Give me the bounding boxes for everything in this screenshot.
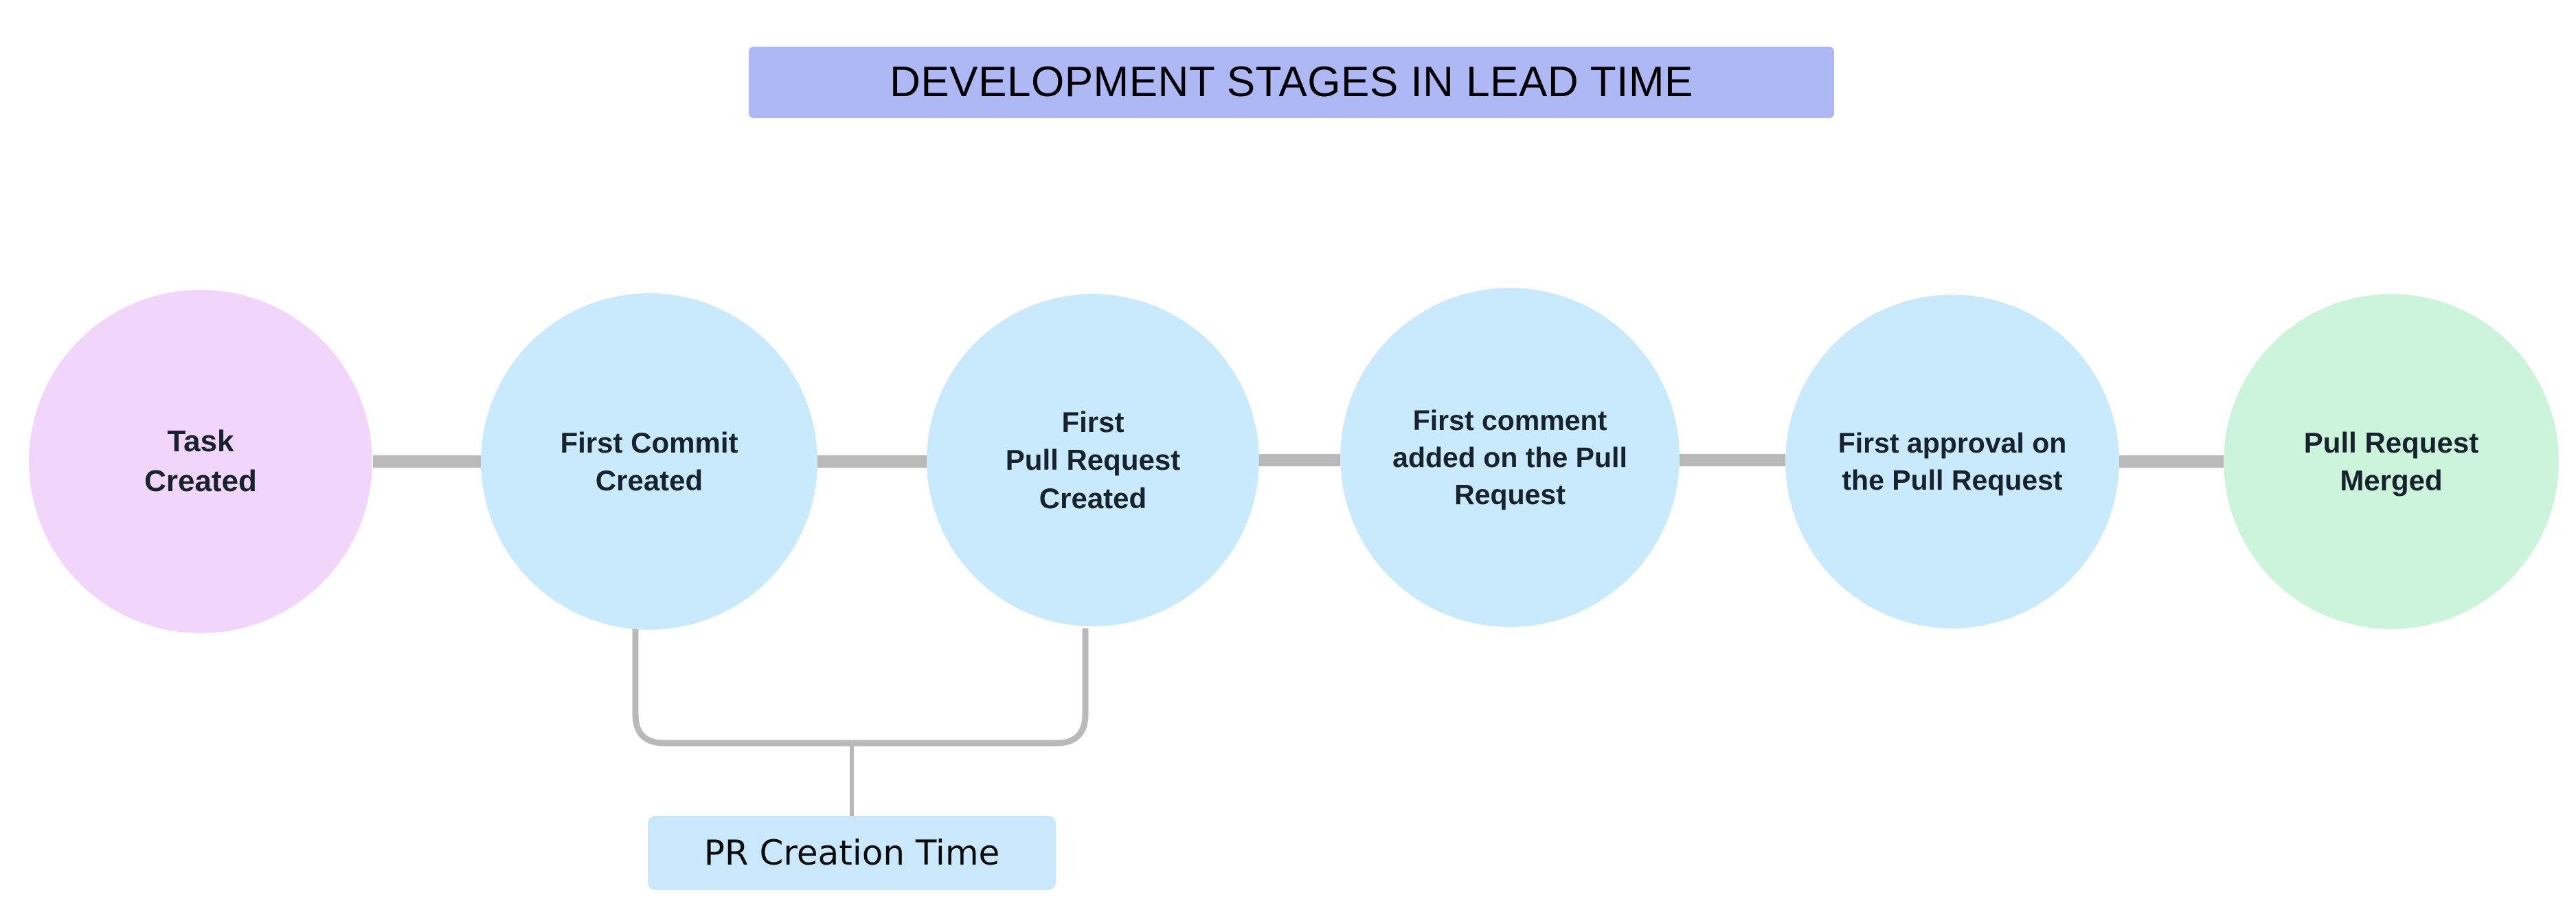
stage-label-first-commit-created: First Commit Created	[560, 426, 738, 497]
diagram-title-banner: DEVELOPMENT STAGES IN LEAD TIME	[749, 47, 1834, 118]
annotation-pr-creation-time[interactable]: PR Creation Time	[648, 816, 1056, 890]
stage-node-first-comment-on-pull-request[interactable]: First comment added on the Pull Request	[1340, 288, 1680, 627]
pr-creation-time-bracket	[632, 628, 1089, 817]
stage-node-first-pull-request-created[interactable]: First Pull Request Created	[927, 294, 1259, 626]
stage-node-first-approval-on-pull-request[interactable]: First approval on the Pull Request	[1785, 295, 2119, 628]
annotation-label: PR Creation Time	[703, 833, 1000, 873]
bracket-u-shape	[632, 628, 1089, 747]
stage-label-first-comment-on-pull-request: First comment added on the Pull Request	[1392, 404, 1627, 511]
stage-connector-lines	[373, 454, 2224, 468]
stage-label-first-pull-request-created: First Pull Request Created	[1005, 405, 1181, 514]
stage-node-pull-request-merged[interactable]: Pull Request Merged	[2224, 294, 2559, 629]
stage-label-task-created: Task Created	[144, 424, 257, 498]
stage-node-task-created[interactable]: Task Created	[29, 290, 372, 633]
stage-node-first-commit-created[interactable]: First Commit Created	[481, 293, 817, 630]
stage-label-pull-request-merged: Pull Request Merged	[2303, 426, 2479, 497]
page-title: DEVELOPMENT STAGES IN LEAD TIME	[890, 58, 1693, 106]
stage-label-first-approval-on-pull-request: First approval on the Pull Request	[1838, 426, 2067, 496]
